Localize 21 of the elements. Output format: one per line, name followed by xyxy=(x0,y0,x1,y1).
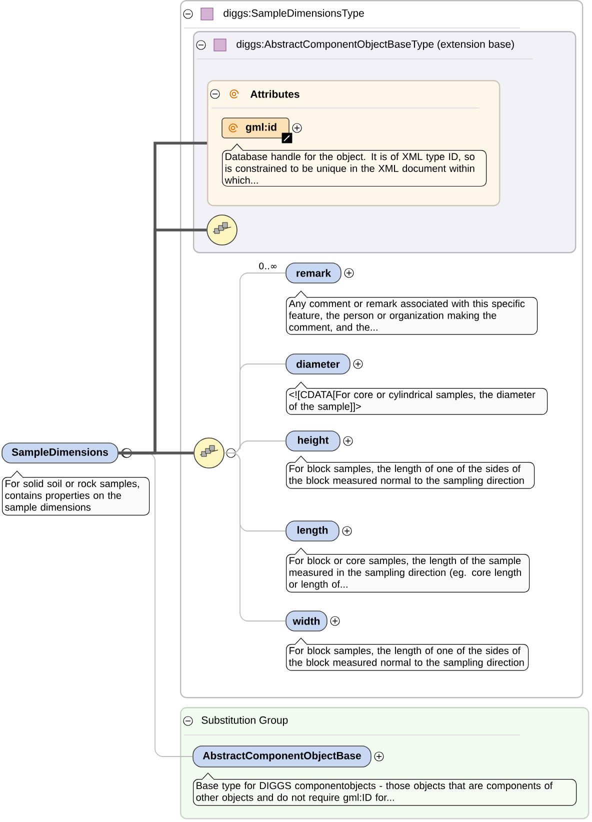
description-callout: For solid soil or rock samples, contains properties on the sample dimensions xyxy=(2,470,150,516)
edge-label: 0..∞ xyxy=(259,262,276,270)
connector xyxy=(224,452,286,622)
sequence-compositor xyxy=(194,438,224,468)
description-callout: For block or core samples, the length of the sample measured in the sampling direction (eg. core length or length of... xyxy=(286,548,530,593)
description-callout: For block samples, the length of one of the sides of the block measured normal to the sampling direction xyxy=(286,456,535,489)
description-callout: <![CDATA[For core or cylindrical samples, the diameter of the sample]]> xyxy=(286,382,548,415)
element-pill: diameter xyxy=(286,354,350,374)
element-pill: length xyxy=(286,520,340,542)
sequence-compositor xyxy=(206,214,238,246)
connector xyxy=(118,452,194,454)
description-callout: Database handle for the object. It is of XML type ID, so is constrained to be unique in the XML document within which... xyxy=(222,144,487,187)
element-pill: remark xyxy=(286,262,342,284)
description-callout: For block samples, the length of one of the sides of the block measured normal to the sampling direction xyxy=(286,638,529,671)
description-callout: Any comment or remark associated with this specific feature, the person or organization making the comment, and the... xyxy=(286,290,538,335)
element-pill: SampleDimensions xyxy=(2,442,118,464)
description-callout: Base type for DIGGS componentobjects - those objects that are components of other objects and do not require gml:ID for... xyxy=(193,772,577,806)
element-pill: AbstractComponentObjectBase xyxy=(192,746,372,768)
element-pill: width xyxy=(286,610,328,632)
attribute-tab: gml:id xyxy=(222,118,290,138)
element-pill: height xyxy=(286,430,340,452)
